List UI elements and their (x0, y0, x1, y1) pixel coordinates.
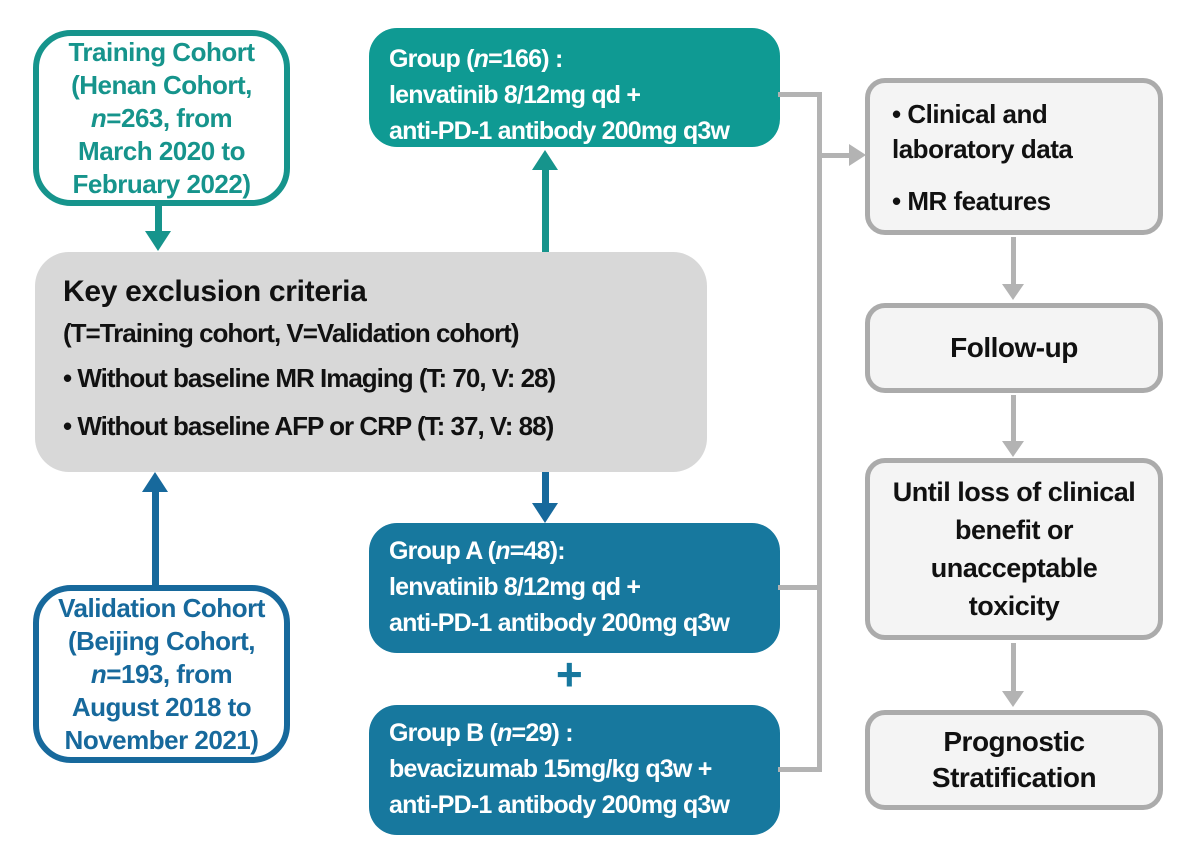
arrow-shaft (541, 170, 549, 252)
exclusion-subtitle: (T=Training cohort, V=Validation cohort) (63, 318, 520, 348)
arrow-shaft (1010, 237, 1016, 284)
followup-label: Follow-up (950, 332, 1078, 363)
validation-cohort-box: Validation Cohort (Beijing Cohort, n=193… (33, 585, 290, 763)
connector-group-b (778, 767, 822, 772)
arrowhead-down-icon (1002, 284, 1024, 300)
arrow-shaft (151, 492, 159, 585)
group-a-line: lenvatinib 8/12mg qd + (389, 573, 641, 601)
arrow-followup-to-until (1002, 395, 1024, 457)
group-all-line: Group (n=166) : (389, 45, 563, 73)
validation-line: (Beijing Cohort, (68, 625, 255, 656)
arrowhead-up-icon (142, 472, 168, 492)
group-all-line: anti-PD-1 antibody 200mg q3w (389, 117, 730, 145)
arrowhead-down-icon (532, 503, 558, 523)
prognostic-label: Prognostic Stratification (931, 726, 1097, 793)
training-line: March 2020 to (78, 135, 245, 166)
clinical-data-bullet: • Clinical and laboratory data (892, 99, 1073, 164)
arrowhead-down-icon (1002, 691, 1024, 707)
prognostic-box: Prognostic Stratification (865, 710, 1163, 810)
group-b-line: Group B (n=29) : (389, 719, 574, 747)
until-loss-box: Until loss of clinical benefit or unacce… (865, 458, 1163, 640)
exclusion-bullet: • Without baseline AFP or CRP (T: 37, V:… (63, 411, 554, 441)
arrow-exclusion-to-group-all (532, 150, 558, 252)
followup-box: Follow-up (865, 303, 1163, 393)
training-cohort-box: Training Cohort (Henan Cohort, n=263, fr… (33, 30, 290, 206)
arrow-until-to-prognostic (1002, 643, 1024, 707)
group-a-line: anti-PD-1 antibody 200mg q3w (389, 609, 730, 637)
training-line: February 2022) (72, 168, 251, 199)
validation-line: n=193, from (90, 658, 233, 689)
exclusion-bullet: • Without baseline MR Imaging (T: 70, V:… (63, 363, 556, 393)
exclusion-title: Key exclusion criteria (63, 275, 367, 308)
arrow-shaft (1010, 395, 1016, 441)
arrow-data-to-followup (1002, 237, 1024, 300)
group-b-line: bevacizumab 15mg/kg q3w + (389, 755, 712, 783)
until-loss-label: Until loss of clinical benefit or unacce… (892, 477, 1136, 621)
group-all-line: lenvatinib 8/12mg qd + (389, 81, 641, 109)
group-all-box: Group (n=166) : lenvatinib 8/12mg qd + a… (369, 28, 780, 147)
connector-vertical (817, 92, 822, 772)
validation-line: August 2018 to (71, 691, 252, 722)
arrow-shaft (154, 205, 162, 231)
arrow-exclusion-to-group-a (532, 472, 558, 523)
group-b-line: anti-PD-1 antibody 200mg q3w (389, 791, 730, 819)
arrowhead-right-icon (849, 144, 866, 166)
arrow-shaft (541, 472, 549, 503)
group-a-box: Group A (n=48): lenvatinib 8/12mg qd + a… (369, 523, 780, 653)
connector-group-all (778, 92, 822, 97)
validation-line: November 2021) (64, 724, 259, 755)
training-line: n=263, from (90, 102, 233, 133)
training-line: Training Cohort (68, 36, 255, 67)
arrowhead-down-icon (1002, 441, 1024, 457)
connector-group-a (778, 585, 822, 590)
plus-sign: + (555, 648, 583, 700)
training-line: (Henan Cohort, (71, 69, 252, 100)
mr-features-bullet: • MR features (892, 186, 1051, 216)
arrowhead-up-icon (532, 150, 558, 170)
arrowhead-down-icon (145, 231, 171, 251)
clinical-data-box: • Clinical and laboratory data • MR feat… (865, 78, 1163, 235)
arrow-validation-to-exclusion (142, 472, 168, 585)
group-a-line: Group A (n=48): (389, 537, 566, 565)
arrow-shaft (1010, 643, 1016, 691)
arrow-training-to-exclusion (145, 205, 171, 251)
group-b-box: Group B (n=29) : bevacizumab 15mg/kg q3w… (369, 705, 780, 835)
validation-line: Validation Cohort (58, 592, 265, 623)
connector-to-data-box (820, 153, 850, 158)
exclusion-criteria-box: Key exclusion criteria (T=Training cohor… (35, 252, 707, 472)
